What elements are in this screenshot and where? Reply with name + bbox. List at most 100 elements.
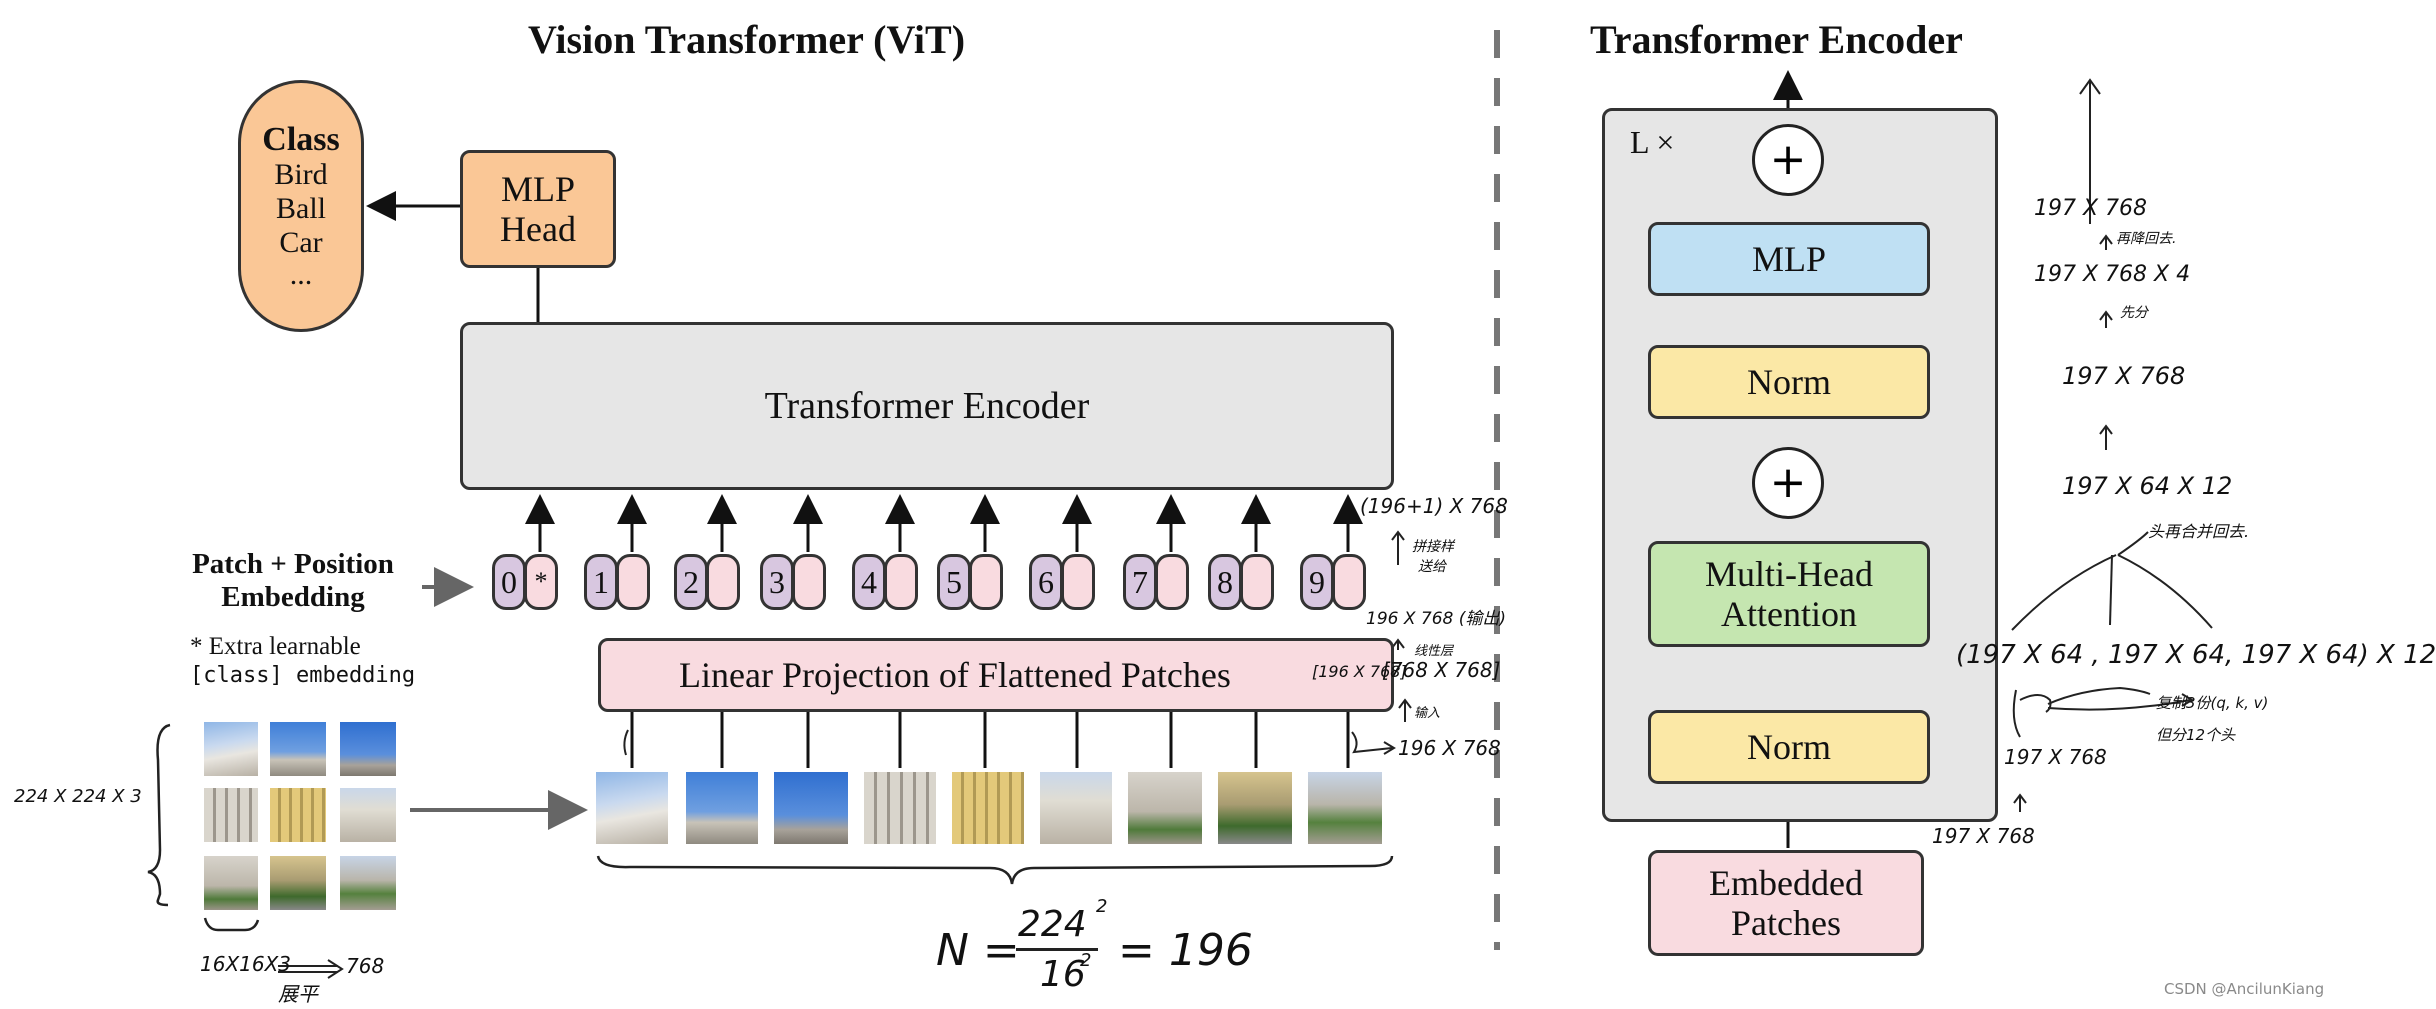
attention-line2: Attention (1721, 594, 1857, 634)
extra-note-line2: [class] embedding (190, 663, 416, 688)
multi-head-attention-block: Multi-Head Attention (1648, 541, 1930, 647)
image-patch (204, 788, 258, 842)
class-output-box: Class Bird Ball Car ... (238, 80, 364, 332)
patch-token (1240, 554, 1274, 610)
vit-diagram-canvas: Vision Transformer (ViT) Class Bird Ball… (14, 17, 2436, 1006)
note-concat-2: 送给 (1418, 559, 1446, 575)
note-heads: (197 X 64 , 197 X 64, 197 X 64) X 12 (1956, 640, 2436, 670)
note-image-size: 224 X 224 X 3 (14, 786, 142, 807)
position-token: 6 (1029, 554, 1063, 610)
note-after-proj: 196 X 768 (输出) (1366, 609, 1507, 629)
extra-learnable-note: * Extra learnable [class] embedding (190, 632, 415, 690)
embedded-line1: Embedded (1709, 863, 1863, 903)
mlp-block: MLP (1648, 222, 1930, 296)
note-merged: 197 X 64 X 12 (2062, 472, 2233, 500)
transformer-encoder-block: Transformer Encoder (460, 322, 1394, 490)
note-expand: 先分 (2120, 305, 2148, 321)
add-node-bottom: + (1752, 447, 1824, 519)
image-patch (270, 856, 326, 910)
image-patch (1128, 772, 1202, 844)
image-patch (864, 772, 936, 844)
note-split-in: 197 X 768 (2004, 745, 2107, 769)
image-patch (1308, 772, 1382, 844)
vit-title: Vision Transformer (ViT) (528, 17, 966, 62)
note-linear-layer: 线性层 (1414, 644, 1454, 659)
patch-token (616, 554, 650, 610)
position-token: 3 (760, 554, 794, 610)
note-matrix-right: [768 X 768] (1382, 658, 1501, 682)
n-formula-denominator: 16 (1040, 954, 1086, 995)
class-item: ... (289, 258, 313, 291)
patch-token (706, 554, 740, 610)
position-token: 1 (584, 554, 618, 610)
class-item: Car (279, 226, 323, 259)
linear-projection-box: Linear Projection of Flattened Patches (598, 638, 1394, 712)
patch-token (792, 554, 826, 610)
add-node-top: + (1752, 124, 1824, 196)
fraction-bar (1016, 948, 1098, 951)
image-patch (204, 722, 258, 776)
patch-token (969, 554, 1003, 610)
n-formula-exp-bottom: 2 (1080, 950, 1092, 971)
note-enc-in: 197 X 768 (1932, 824, 2035, 848)
image-patch (596, 772, 668, 844)
patch-token (1332, 554, 1366, 610)
attention-line1: Multi-Head (1705, 554, 1873, 594)
note-expanded: 197 X 768 X 4 (2034, 262, 2191, 287)
patch-token (1061, 554, 1095, 610)
image-patch (204, 856, 258, 910)
class-item: Bird (274, 158, 328, 191)
position-token: 7 (1123, 554, 1157, 610)
repeat-label: L × (1630, 124, 1675, 160)
class-token: * (524, 554, 558, 610)
note-copy-1: 复制3份(q, k, v) (2156, 694, 2269, 712)
patch-position-line1: Patch + Position (192, 548, 394, 580)
image-patch (270, 722, 326, 776)
class-heading: Class (262, 121, 340, 158)
position-token: 9 (1300, 554, 1334, 610)
norm-block-top: Norm (1648, 345, 1930, 419)
mlp-head-line1: MLP (500, 169, 576, 209)
note-copy-2: 但分12个头 (2156, 726, 2236, 744)
note-final: 197 X 768 (2034, 196, 2148, 221)
note-proj-output: (196+1) X 768 (1360, 494, 1508, 518)
position-token: 0 (492, 554, 526, 610)
mlp-head-box: MLP Head (460, 150, 616, 268)
position-token: 8 (1208, 554, 1242, 610)
embedded-line2: Patches (1731, 903, 1841, 943)
n-formula-numerator: 224 (1018, 904, 1087, 945)
note-patch-size: 16X16X3 (200, 952, 292, 976)
note-matrix-left: [196 X 768] (1312, 662, 1407, 681)
patch-token (884, 554, 918, 610)
encoder-title: Transformer Encoder (1590, 17, 1963, 62)
note-concat-1: 拼接样 (1412, 539, 1454, 555)
note-input-mark: 输入 (1414, 706, 1441, 721)
class-item: Ball (276, 192, 326, 225)
norm-block-bottom: Norm (1648, 710, 1930, 784)
image-patch (1218, 772, 1292, 844)
n-formula-rhs: = 196 (1118, 925, 1253, 976)
note-out1: 197 X 768 (2062, 362, 2186, 390)
mlp-head-line2: Head (500, 209, 576, 249)
image-patch (340, 856, 396, 910)
n-formula-exp-top: 2 (1096, 896, 1108, 917)
patch-token (1155, 554, 1189, 610)
token-arrows (525, 494, 1363, 552)
image-patch (270, 788, 326, 842)
image-patch (952, 772, 1024, 844)
image-patch (774, 772, 848, 844)
image-patch (1040, 772, 1112, 844)
note-input-dim: 196 X 768 (1398, 736, 1501, 760)
n-formula-lhs: N = (936, 925, 1020, 976)
note-merge: 头再合并回去. (2148, 522, 2250, 541)
watermark: CSDN @AncilunKiang (2164, 980, 2325, 998)
image-patch (686, 772, 758, 844)
position-token: 2 (674, 554, 708, 610)
position-token: 5 (937, 554, 971, 610)
extra-note-line1: * Extra learnable (190, 633, 361, 660)
image-patch (340, 722, 396, 776)
patch-position-line2: Embedding (221, 581, 365, 613)
patch-position-label: Patch + Position Embedding (170, 548, 416, 614)
image-patch (340, 788, 396, 842)
position-token: 4 (852, 554, 886, 610)
